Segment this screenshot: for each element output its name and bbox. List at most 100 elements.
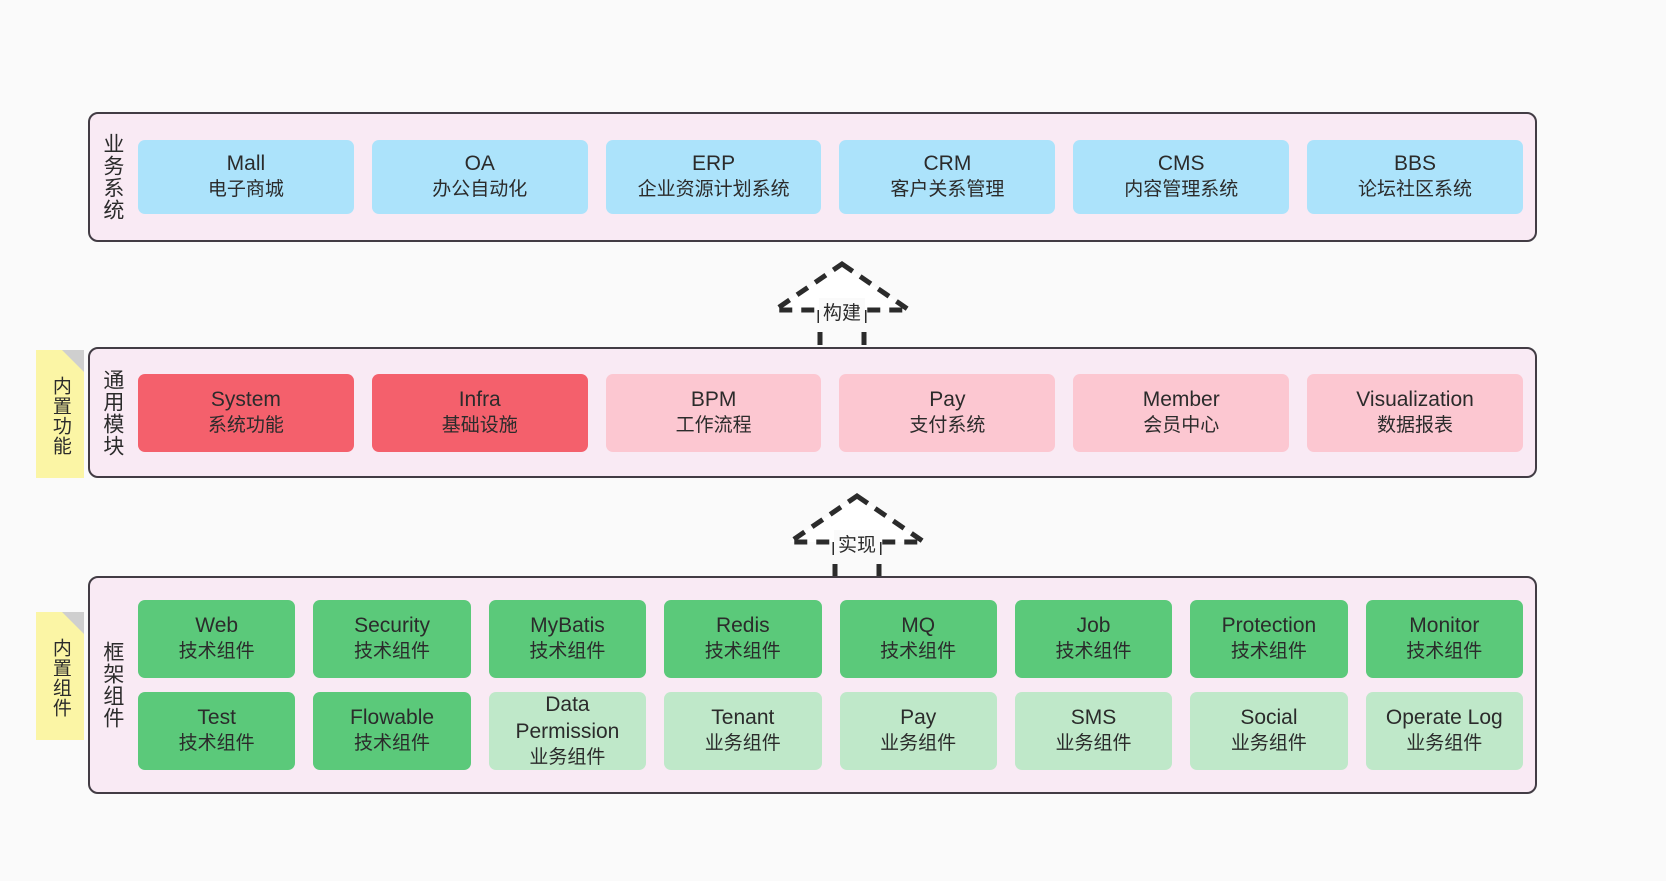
node-title: Mall	[226, 152, 266, 176]
node-pay[interactable]: Pay 支付系统	[839, 373, 1056, 452]
node-mall[interactable]: Mall 电子商城	[138, 140, 354, 214]
node-subtitle: 支付系统	[909, 414, 986, 436]
node-subtitle: 数据报表	[1377, 414, 1454, 436]
node-title: CRM	[923, 152, 972, 176]
node-subtitle: 基础设施	[441, 414, 518, 436]
layer-label-modules: 通用模块	[100, 368, 124, 457]
sticky-fold-icon	[62, 612, 84, 634]
node-tenant[interactable]: Tenant 业务组件	[664, 692, 822, 770]
node-subtitle: 业务组件	[1406, 733, 1483, 755]
node-mybatis[interactable]: MyBatis 技术组件	[488, 600, 647, 678]
node-test[interactable]: Test 技术组件	[138, 692, 296, 770]
layer-body-modules: System 系统功能 Infra 基础设施 BPM 工作流程 Pay 支付系统…	[134, 349, 1535, 476]
node-title: Visualization	[1356, 387, 1474, 411]
node-data-permission[interactable]: Data Permission 业务组件	[488, 692, 647, 770]
node-operate-log[interactable]: Operate Log 业务组件	[1365, 692, 1523, 770]
sticky-note-builtin-features: 内置功能	[36, 350, 84, 478]
node-subtitle: 技术组件	[880, 641, 957, 663]
layer-body-framework: Web 技术组件 Security 技术组件 MyBatis 技术组件 Redi…	[134, 578, 1535, 792]
node-subtitle: 工作流程	[675, 414, 752, 436]
node-flowable[interactable]: Flowable 技术组件	[313, 692, 471, 770]
node-redis[interactable]: Redis 技术组件	[664, 600, 822, 678]
node-subtitle: 企业资源计划系统	[637, 179, 790, 201]
node-subtitle: 技术组件	[178, 733, 255, 755]
node-title: Social	[1240, 706, 1298, 730]
arrow-build: 构建	[757, 258, 927, 353]
node-title: Flowable	[350, 706, 435, 730]
node-title: SMS	[1070, 706, 1117, 730]
node-title: Infra	[458, 387, 501, 411]
node-social[interactable]: Social 业务组件	[1190, 692, 1348, 770]
node-title: CMS	[1157, 152, 1205, 176]
node-sms[interactable]: SMS 业务组件	[1014, 692, 1173, 770]
node-subtitle: 技术组件	[1230, 641, 1307, 663]
sticky-label: 内置功能	[49, 376, 71, 456]
node-cms[interactable]: CMS 内容管理系统	[1073, 140, 1290, 214]
node-title: Pay	[900, 706, 937, 730]
node-subtitle: 客户关系管理	[890, 179, 1005, 201]
node-member[interactable]: Member 会员中心	[1073, 373, 1290, 452]
node-crm[interactable]: CRM 客户关系管理	[839, 140, 1056, 214]
node-title: Security	[354, 614, 430, 638]
node-mq[interactable]: MQ 技术组件	[839, 600, 997, 678]
node-row: System 系统功能 Infra 基础设施 BPM 工作流程 Pay 支付系统…	[138, 373, 1523, 452]
node-subtitle: 业务组件	[704, 733, 781, 755]
node-visualization[interactable]: Visualization 数据报表	[1307, 373, 1523, 452]
arrow-label-realize: 实现	[833, 530, 881, 557]
node-title: Pay	[929, 387, 966, 411]
node-title: BBS	[1394, 152, 1437, 176]
node-title: Monitor	[1409, 614, 1480, 638]
node-title: Web	[195, 614, 239, 638]
node-row: Web 技术组件 Security 技术组件 MyBatis 技术组件 Redi…	[138, 600, 1523, 678]
node-oa[interactable]: OA 办公自动化	[371, 140, 588, 214]
node-system[interactable]: System 系统功能	[138, 373, 354, 452]
node-bbs[interactable]: BBS 论坛社区系统	[1307, 140, 1523, 214]
node-title: MyBatis	[530, 614, 605, 638]
node-subtitle: 技术组件	[178, 641, 255, 663]
node-subtitle: 业务组件	[880, 733, 957, 755]
node-job[interactable]: Job 技术组件	[1014, 600, 1173, 678]
node-erp[interactable]: ERP 企业资源计划系统	[605, 140, 822, 214]
node-subtitle: 内容管理系统	[1124, 179, 1239, 201]
node-subtitle: 电子商城	[207, 179, 284, 201]
node-subtitle: 业务组件	[529, 746, 606, 768]
layer-common-modules: 通用模块 System 系统功能 Infra 基础设施 BPM 工作流程 Pay…	[88, 347, 1537, 478]
node-title: MQ	[901, 614, 936, 638]
node-pay-business[interactable]: Pay 业务组件	[839, 692, 997, 770]
arrow-realize: 实现	[772, 490, 942, 585]
layer-label-business: 业务系统	[100, 133, 124, 221]
node-monitor[interactable]: Monitor 技术组件	[1365, 600, 1523, 678]
node-subtitle: 技术组件	[529, 641, 606, 663]
node-protection[interactable]: Protection 技术组件	[1190, 600, 1348, 678]
node-subtitle: 技术组件	[1406, 641, 1483, 663]
node-title: System	[210, 387, 281, 411]
node-subtitle: 论坛社区系统	[1358, 179, 1473, 201]
node-title: Protection	[1221, 614, 1317, 638]
node-title: BPM	[690, 387, 737, 411]
node-web[interactable]: Web 技术组件	[138, 600, 296, 678]
node-title: Data Permission	[515, 692, 620, 743]
node-subtitle: 业务组件	[1055, 733, 1132, 755]
layer-body-business: Mall 电子商城 OA 办公自动化 ERP 企业资源计划系统 CRM 客户关系…	[134, 114, 1535, 240]
node-title: Tenant	[711, 706, 775, 730]
node-subtitle: 办公自动化	[432, 179, 528, 201]
node-subtitle: 技术组件	[354, 641, 431, 663]
node-subtitle: 技术组件	[704, 641, 781, 663]
layer-label-framework: 框架组件	[100, 641, 124, 729]
node-title: Job	[1076, 614, 1111, 638]
node-subtitle: 系统功能	[207, 414, 284, 436]
node-security[interactable]: Security 技术组件	[313, 600, 471, 678]
node-title: Operate Log	[1385, 706, 1503, 730]
node-title: Redis	[715, 614, 770, 638]
sticky-label: 内置组件	[49, 638, 71, 718]
layer-business-systems: 业务系统 Mall 电子商城 OA 办公自动化 ERP 企业资源计划系统 CRM…	[88, 112, 1537, 242]
node-title: OA	[464, 152, 495, 176]
layer-framework-components: 框架组件 Web 技术组件 Security 技术组件 MyBatis 技术组件…	[88, 576, 1537, 794]
node-title: Test	[197, 706, 236, 730]
node-bpm[interactable]: BPM 工作流程	[605, 373, 822, 452]
node-subtitle: 业务组件	[1230, 733, 1307, 755]
node-infra[interactable]: Infra 基础设施	[371, 373, 588, 452]
sticky-fold-icon	[62, 350, 84, 372]
sticky-note-builtin-components: 内置组件	[36, 612, 84, 740]
